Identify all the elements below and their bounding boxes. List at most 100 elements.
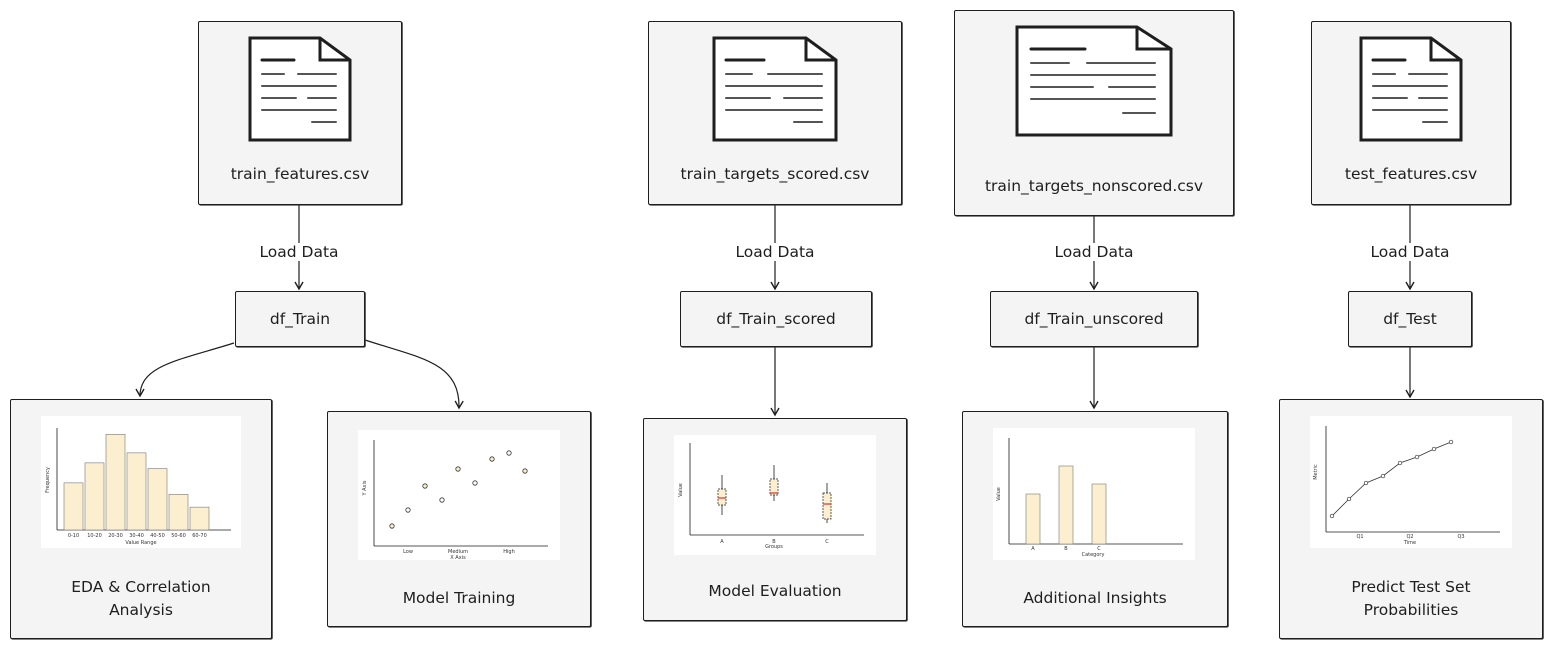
x-axis-label: Category — [1082, 552, 1105, 558]
step-label-line1: EDA & Correlation — [71, 578, 211, 596]
file-name: train_targets_nonscored.csv — [984, 177, 1204, 195]
histogram-bar — [84, 462, 105, 531]
tick-label: 40-50 — [150, 533, 165, 539]
edge-dftrain-eda — [135, 342, 235, 398]
df-node-test[interactable]: df_Test — [1348, 291, 1472, 347]
line-series — [1331, 441, 1452, 517]
line-point — [1346, 496, 1352, 502]
scatter-point — [389, 523, 395, 529]
df-name: df_Train — [269, 310, 331, 328]
file-name: train_targets_scored.csv — [680, 165, 870, 183]
file-node-test-features[interactable]: test_features.csv — [1311, 21, 1511, 205]
line-point — [1431, 446, 1437, 452]
df-node-train-scored[interactable]: df_Train_scored — [680, 291, 872, 347]
step-label-line1: Predict Test Set — [1351, 578, 1471, 596]
edge-dftrain-training — [364, 339, 464, 410]
tick-label: A — [720, 539, 724, 545]
line-point — [1380, 473, 1386, 479]
edge-label-load-data: Load Data — [1355, 243, 1465, 261]
tick-label: B — [1064, 546, 1068, 552]
step-label-line1: Model Evaluation — [708, 582, 842, 600]
document-icon — [248, 36, 352, 142]
document-icon — [1359, 36, 1463, 142]
bar — [1091, 483, 1107, 545]
edge-label-load-data: Load Data — [244, 243, 354, 261]
edge-label-load-data: Load Data — [1039, 243, 1149, 261]
step-label-line2: Probabilities — [1363, 601, 1459, 619]
df-name: df_Train_scored — [716, 310, 836, 328]
df-name: df_Train_unscored — [1024, 310, 1164, 328]
bar — [1058, 465, 1074, 545]
step-label-line1: Additional Insights — [1023, 589, 1167, 607]
tick-label: Medium — [448, 549, 468, 555]
edge-label-load-data: Load Data — [720, 243, 830, 261]
scatter-thumbnail: Low Medium High X Axis Y Axis — [358, 430, 560, 560]
scatter-point — [455, 466, 461, 472]
file-name: train_features.csv — [230, 165, 370, 183]
histogram-bar — [147, 468, 168, 531]
tick-label: B — [772, 539, 776, 545]
step-node-model-training[interactable]: Low Medium High X Axis Y Axis Model Training — [327, 411, 591, 627]
line-point — [1448, 439, 1454, 445]
histogram-bar — [168, 493, 189, 531]
tick-label: 0-10 — [68, 533, 79, 539]
histogram-bar — [189, 506, 210, 531]
tick-label: Low — [403, 549, 413, 555]
boxplot-box — [717, 488, 727, 506]
tick-label: C — [825, 539, 829, 545]
tick-label: 60-70 — [192, 533, 207, 539]
y-axis-label: Value — [678, 483, 684, 497]
boxplot-box — [769, 478, 779, 496]
df-name: df_Test — [1383, 310, 1437, 328]
file-node-train-features[interactable]: train_features.csv — [198, 21, 402, 205]
tick-label: 10-20 — [87, 533, 102, 539]
scatter-point — [422, 483, 428, 489]
x-axis-label: Groups — [765, 544, 783, 550]
x-axis-label: Time — [1403, 540, 1416, 546]
line-point — [1363, 480, 1369, 486]
scatter-point — [439, 497, 445, 503]
file-name: test_features.csv — [1344, 165, 1478, 183]
y-axis-label: Frequency — [45, 467, 51, 493]
x-axis-label: X Axis — [450, 555, 466, 560]
boxplot-box — [822, 492, 832, 520]
document-icon — [1015, 25, 1173, 137]
tick-label: Q3 — [1457, 534, 1464, 540]
tick-label: 20-30 — [108, 533, 123, 539]
line-point — [1414, 454, 1420, 460]
line-point — [1329, 513, 1335, 519]
boxplot-chart: A B C Groups Value — [678, 443, 864, 550]
scatter-point — [506, 450, 512, 456]
tick-label: 50-60 — [171, 533, 186, 539]
line-point — [1397, 460, 1403, 466]
x-axis-label: Value Range — [125, 540, 156, 546]
scatter-point — [489, 456, 495, 462]
step-label-line1: Model Training — [402, 589, 516, 607]
y-axis-label: Value — [996, 487, 1002, 501]
tick-label: Q1 — [1356, 534, 1363, 540]
histogram-bar — [105, 433, 126, 531]
tick-label: A — [1031, 546, 1035, 552]
scatter-point — [405, 507, 411, 513]
histogram-bar — [63, 482, 84, 531]
step-label-line2: Analysis — [109, 601, 173, 619]
file-node-train-targets-nonscored[interactable]: train_targets_nonscored.csv — [954, 10, 1234, 216]
tick-label: C — [1097, 546, 1101, 552]
tick-label: High — [503, 549, 515, 555]
step-node-model-evaluation[interactable]: A B C Groups Value Model Evaluation — [643, 418, 907, 621]
df-node-train[interactable]: df_Train — [235, 291, 365, 347]
file-node-train-targets-scored[interactable]: train_targets_scored.csv — [648, 21, 902, 205]
bar — [1025, 493, 1041, 545]
y-axis-label: Y Axis — [362, 480, 368, 496]
histogram-bar — [126, 452, 147, 531]
df-node-train-unscored[interactable]: df_Train_unscored — [990, 291, 1198, 347]
